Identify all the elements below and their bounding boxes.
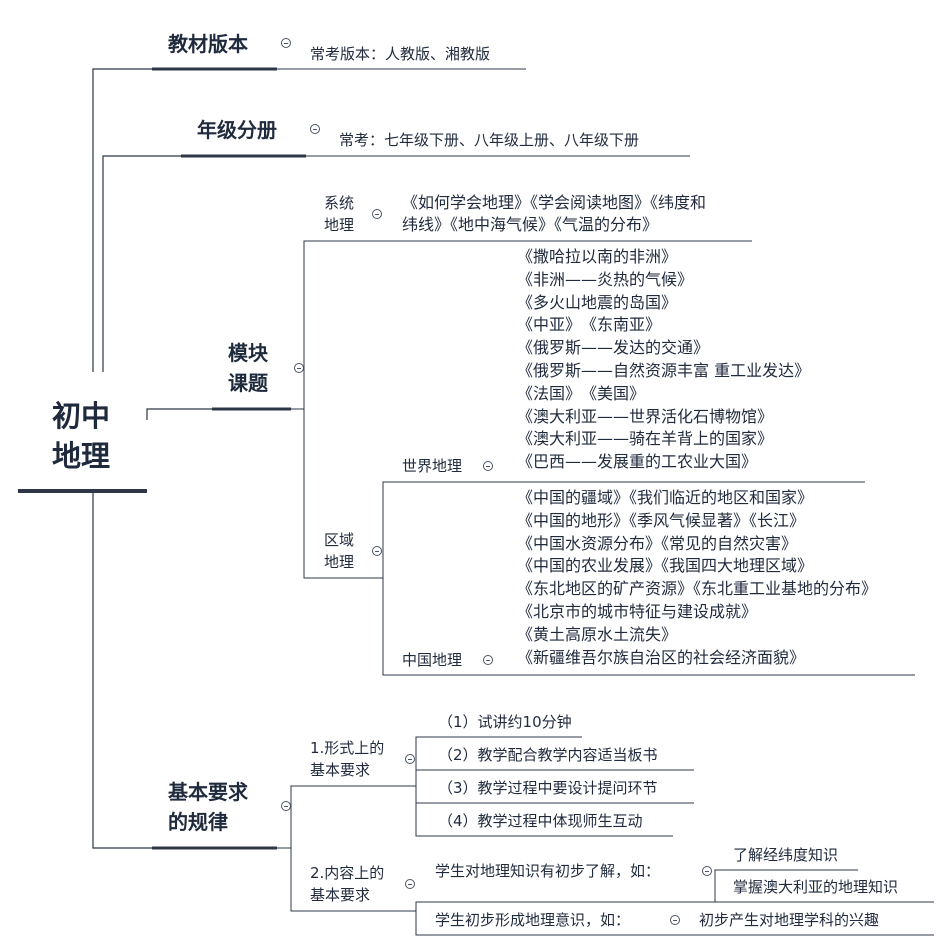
collapse-icon[interactable] — [702, 866, 712, 876]
collapse-icon[interactable] — [281, 38, 291, 48]
list-item: 《中亚》 《东南亚》 — [517, 315, 662, 335]
awareness-item[interactable]: 初步产生对地理学科的兴趣 — [699, 911, 880, 929]
world-geography-lessons[interactable]: 《撒哈拉以南的非洲》 《非洲——炎热的气候》 《多火山地震的岛国》 《中亚》 《… — [517, 246, 810, 474]
root-topic[interactable]: 初中 地理 — [52, 396, 110, 476]
modules-title-line-1: 模块 — [228, 341, 268, 365]
collapse-icon[interactable] — [310, 124, 320, 134]
list-item: 《北京市的城市特征与建设成就》 — [517, 601, 758, 621]
list-item: 《黄土高原水土流失》 — [517, 624, 678, 644]
topic-grade[interactable]: 年级分册 — [197, 118, 277, 142]
topic-modules[interactable]: 模块 课题 — [228, 338, 268, 398]
collapse-icon[interactable] — [405, 879, 415, 889]
requirements-title-line-1: 基本要求 — [168, 780, 248, 804]
topic-basic-requirements[interactable]: 基本要求 的规律 — [168, 777, 248, 837]
subtopic-world-geography[interactable]: 世界地理 — [402, 457, 463, 475]
system-detail[interactable]: 《如何学会地理》《学会阅读地图》《纬度和 纬线》《地中海气候》《气温的分布》 — [402, 192, 706, 236]
formal-item-1[interactable]: （1）试讲约10分钟 — [438, 713, 572, 731]
list-item: 《中国的疆域》《我们临近的地区和国家》 — [517, 488, 814, 507]
system-label-line-2: 地理 — [324, 216, 355, 234]
modules-title-line-2: 课题 — [228, 371, 268, 395]
formal-item-3[interactable]: （3）教学过程中要设计提问环节 — [438, 779, 658, 797]
content-awareness[interactable]: 学生初步形成地理意识，如： — [435, 911, 631, 929]
collapse-icon[interactable] — [294, 363, 304, 373]
list-item: 《澳大利亚——骑在羊背上的国家》 — [517, 429, 774, 449]
content-label-line-1: 2.内容上的 — [310, 864, 385, 882]
list-item: 《非洲——炎热的气候》 — [517, 269, 694, 289]
regional-label-line-2: 地理 — [324, 553, 355, 571]
grade-detail[interactable]: 常考：七年级下册、八年级上册、八年级下册 — [339, 131, 640, 149]
collapse-icon[interactable] — [281, 801, 291, 811]
knowledge-item-2[interactable]: 掌握澳大利亚的地理知识 — [733, 878, 899, 896]
list-item: 《俄罗斯——发达的交通》 — [517, 338, 710, 358]
list-item: 《中国的地形》《季风气候显著》《长江》 — [517, 510, 806, 530]
system-label-line-1: 系统 — [324, 194, 355, 212]
content-knowledge[interactable]: 学生对地理知识有初步了解，如： — [435, 862, 661, 880]
list-item: 《澳大利亚——世界活化石博物馆》 — [517, 406, 774, 426]
collapse-icon[interactable] — [483, 461, 493, 471]
list-item: 《法国》 《美国》 — [517, 383, 646, 403]
root-line-1: 初中 — [52, 399, 111, 433]
list-item: 《新疆维吾尔族自治区的社会经济面貌》 — [517, 647, 806, 667]
collapse-icon[interactable] — [670, 915, 680, 925]
subtopic-regional-geography[interactable]: 区域 地理 — [324, 529, 354, 573]
formal-item-4[interactable]: （4）教学过程中体现师生互动 — [438, 812, 643, 830]
knowledge-item-1[interactable]: 了解经纬度知识 — [733, 846, 839, 864]
formal-label-line-1: 1.形式上的 — [310, 739, 385, 757]
collapse-icon[interactable] — [372, 209, 382, 219]
textbook-detail[interactable]: 常考版本：人教版、湘教版 — [310, 45, 491, 63]
subtopic-system-geography[interactable]: 系统 地理 — [324, 192, 354, 236]
collapse-icon[interactable] — [483, 655, 493, 665]
root-line-2: 地理 — [52, 439, 111, 473]
list-item: 《中国的农业发展》《我国四大地理区域》 — [517, 556, 814, 576]
content-label-line-2: 基本要求 — [310, 886, 371, 904]
subtopic-content-requirements[interactable]: 2.内容上的 基本要求 — [310, 862, 384, 906]
list-item: 《中国水资源分布》《常见的自然灾害》 — [517, 533, 798, 553]
system-detail-line-1: 《如何学会地理》《学会阅读地图》《纬度和 — [402, 193, 707, 212]
collapse-icon[interactable] — [372, 546, 382, 556]
china-geography-lessons[interactable]: 《中国的疆域》《我们临近的地区和国家》 《中国的地形》《季风气候显著》《长江》 … — [517, 487, 877, 669]
regional-label-line-1: 区域 — [324, 531, 355, 549]
collapse-icon[interactable] — [405, 754, 415, 764]
formal-label-line-2: 基本要求 — [310, 761, 371, 779]
topic-textbook-version[interactable]: 教材版本 — [168, 32, 248, 56]
list-item: 《撒哈拉以南的非洲》 — [517, 247, 678, 266]
list-item: 《巴西——发展重的工农业大国》 — [517, 452, 758, 472]
list-item: 《东北地区的矿产资源》《东北重工业基地的分布》 — [517, 579, 878, 599]
requirements-title-line-2: 的规律 — [168, 810, 228, 834]
subtopic-china-geography[interactable]: 中国地理 — [402, 651, 463, 669]
list-item: 《俄罗斯——自然资源丰富 重工业发达》 — [517, 360, 811, 380]
system-detail-line-2: 纬线》《地中海气候》《气温的分布》 — [402, 215, 659, 234]
list-item: 《多火山地震的岛国》 — [517, 292, 678, 312]
subtopic-formal-requirements[interactable]: 1.形式上的 基本要求 — [310, 737, 384, 781]
formal-item-2[interactable]: （2）教学配合教学内容适当板书 — [438, 746, 658, 764]
